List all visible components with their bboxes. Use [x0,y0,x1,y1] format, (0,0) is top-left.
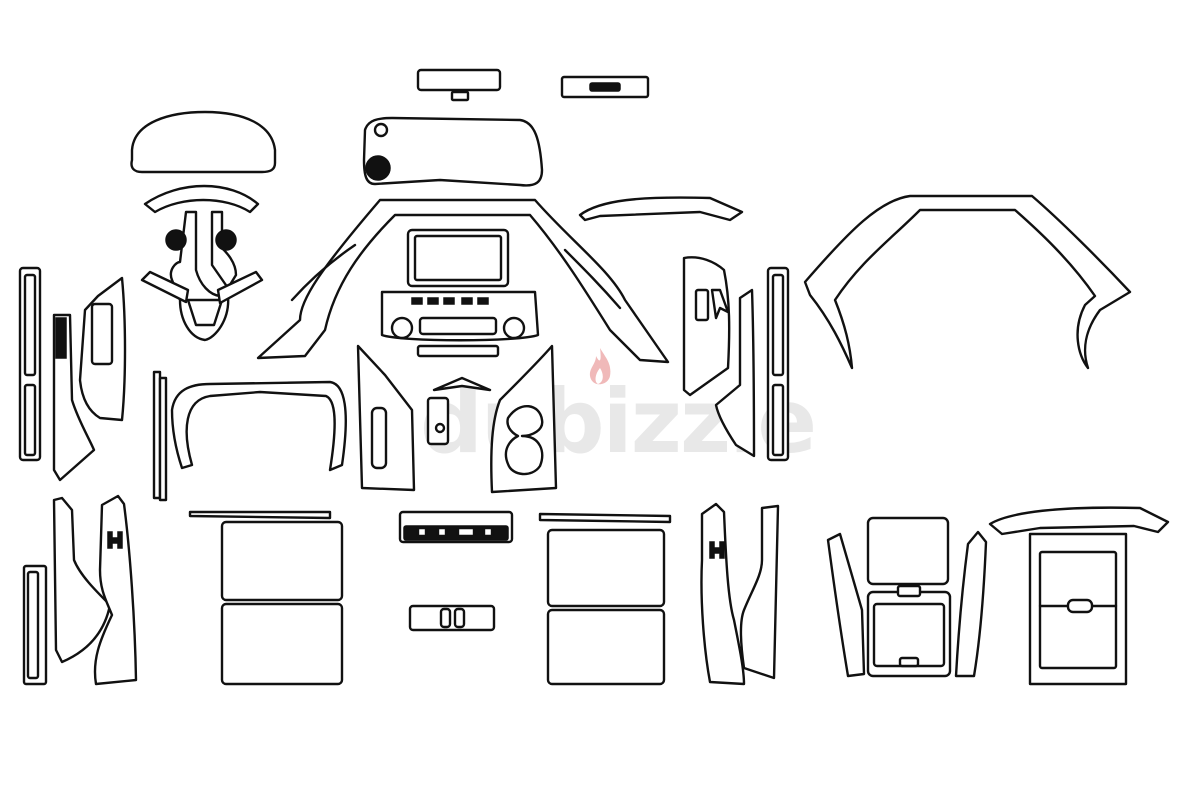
overhead-console-trim [560,75,650,99]
instrument-cluster-hood [130,110,277,174]
front-right-door-panel [682,256,756,458]
left-pillar-strip [18,266,42,462]
overhead-light-strip [416,68,502,102]
lower-switch-panel [398,510,514,544]
upper-dash-panel [362,116,544,187]
console-cupholder-panel [490,344,558,494]
dashboard-arch-inner-line [290,243,622,310]
window-switch-trim [408,604,496,632]
console-left-side-panel [356,344,416,492]
steering-wheel-left-spoke [140,270,190,304]
lower-dash-arch-left [170,380,347,472]
rear-seatback-left [188,510,344,686]
tailgate-trim [988,506,1170,686]
rear-left-pillar-strip [22,564,48,686]
climate-control-panel [380,290,540,358]
front-left-door-panel [52,276,127,482]
large-rear-arch [803,194,1132,370]
console-center-small-trims [426,376,492,446]
right-pillar-strip [766,266,790,462]
center-screen-frame [406,228,510,288]
rear-seatback-right [538,512,672,686]
rear-left-door-panel [52,494,138,686]
thin-vertical-trim [152,370,168,502]
steering-wheel-center [165,210,238,342]
dashboard-main-arch [256,198,670,364]
right-dash-upper-trim [578,196,744,222]
rear-right-door-panel [700,502,780,686]
rear-console-assembly [826,516,988,678]
steering-wheel-right-spoke [216,270,264,305]
steering-wheel-top-trim [143,184,260,214]
